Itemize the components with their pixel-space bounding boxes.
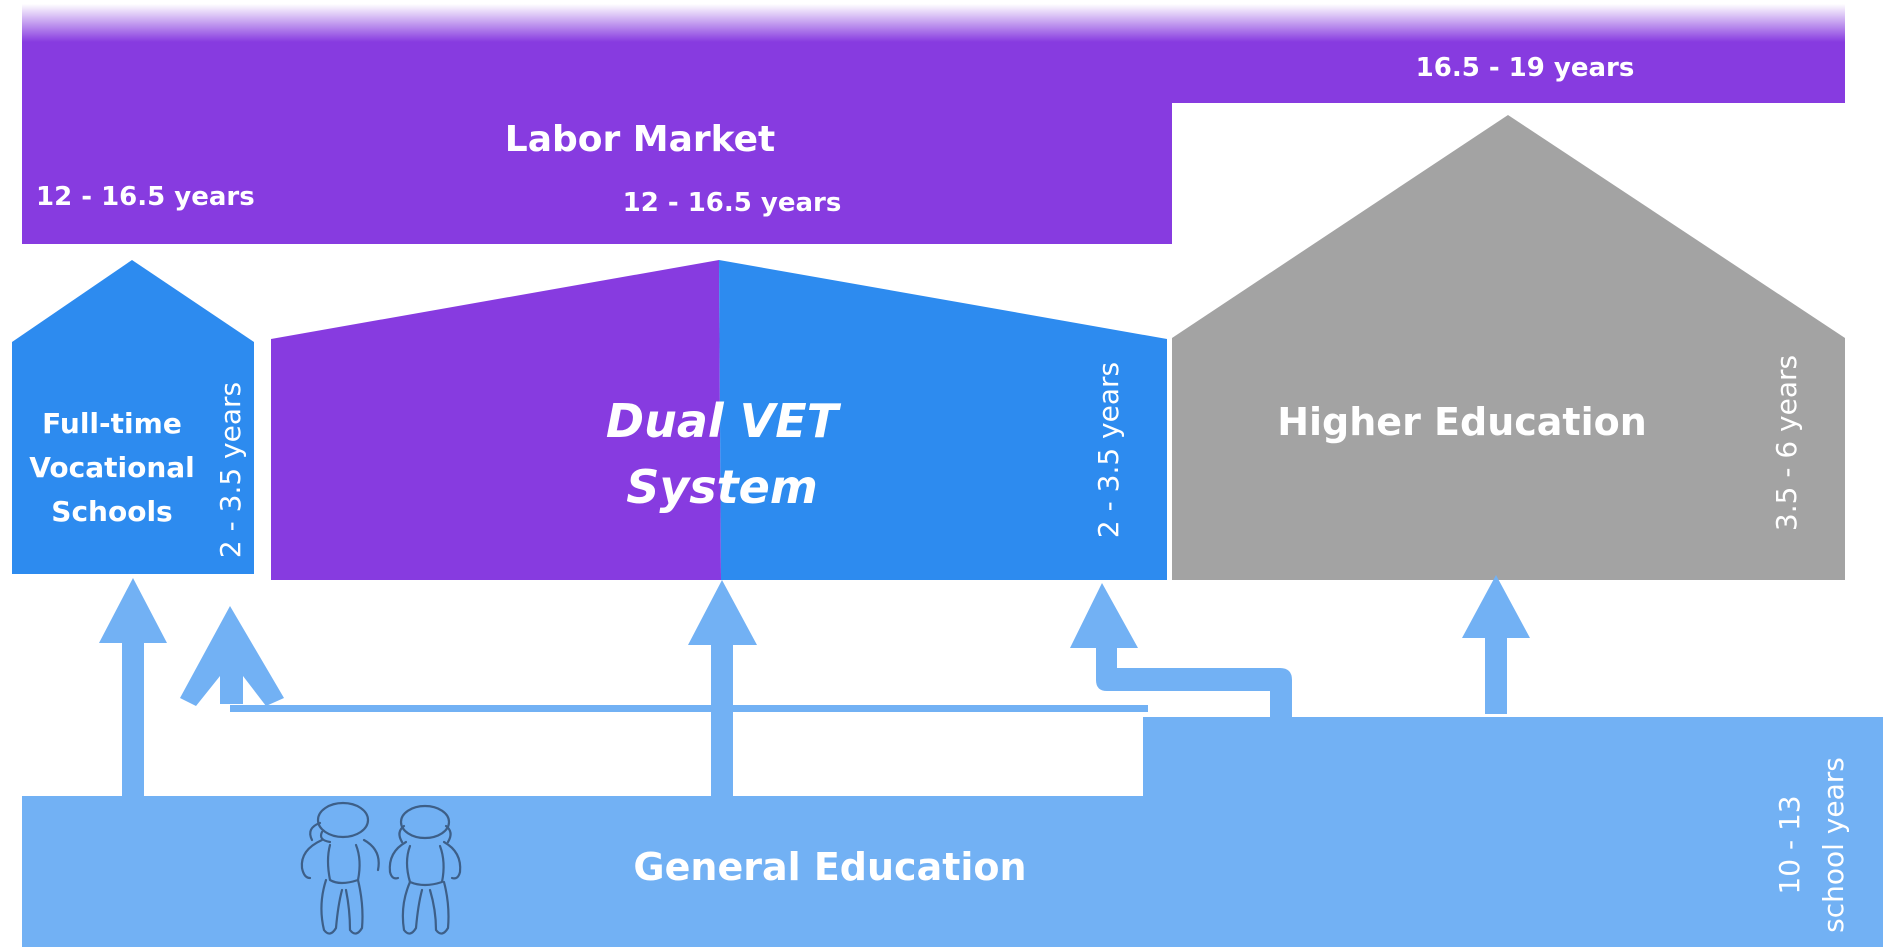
connector-line (230, 705, 1148, 712)
labor-market-age-left: 12 - 16.5 years (36, 182, 255, 212)
dual-vet-line2: System (626, 460, 818, 514)
general-education-duration-line2: school years (1817, 757, 1850, 933)
fulltime-schools-duration: 2 - 3.5 years (214, 382, 247, 558)
dual-vet-line1: Dual VET (606, 394, 842, 448)
arrow-to-dual-vet-upper (1070, 583, 1292, 717)
higher-education-duration: 3.5 - 6 years (1770, 355, 1803, 531)
dual-vet-right-half (719, 260, 1167, 580)
children-sketch-icon (300, 801, 462, 935)
labor-market-block: Labor Market 12 - 16.5 years 12 - 16.5 y… (22, 4, 1845, 244)
higher-education-block: Higher Education 3.5 - 6 years (1172, 115, 1845, 580)
labor-market-top-fade (22, 4, 1845, 42)
higher-education-shape (1172, 115, 1845, 580)
dual-vet-block: Dual VET System 2 - 3.5 years (271, 260, 1167, 580)
labor-market-age-right: 16.5 - 19 years (1416, 53, 1635, 83)
fulltime-schools-line1: Full-time (42, 407, 182, 440)
general-education-block: General Education 10 - 13 school years (22, 717, 1883, 947)
arrow-from-connector-to-fulltime (180, 606, 284, 706)
dual-vet-duration: 2 - 3.5 years (1092, 362, 1125, 538)
dual-vet-left-half (271, 260, 721, 580)
arrow-to-dual-vet (688, 580, 757, 796)
fulltime-schools-block: Full-time Vocational Schools 2 - 3.5 yea… (12, 260, 254, 574)
arrow-to-fulltime-schools (99, 578, 167, 796)
general-education-shape (22, 717, 1883, 947)
labor-market-title: Labor Market (505, 119, 776, 160)
labor-market-age-center: 12 - 16.5 years (623, 188, 842, 218)
arrow-to-higher-education (1462, 575, 1530, 714)
labor-market-shape (22, 10, 1845, 244)
fulltime-schools-line3: Schools (51, 495, 172, 528)
fulltime-schools-line2: Vocational (29, 451, 195, 484)
higher-education-title: Higher Education (1277, 400, 1647, 444)
general-education-title: General Education (633, 845, 1026, 889)
pathway-arrows (99, 575, 1530, 796)
fulltime-schools-shape (12, 260, 254, 574)
general-education-duration-line1: 10 - 13 (1773, 795, 1806, 894)
